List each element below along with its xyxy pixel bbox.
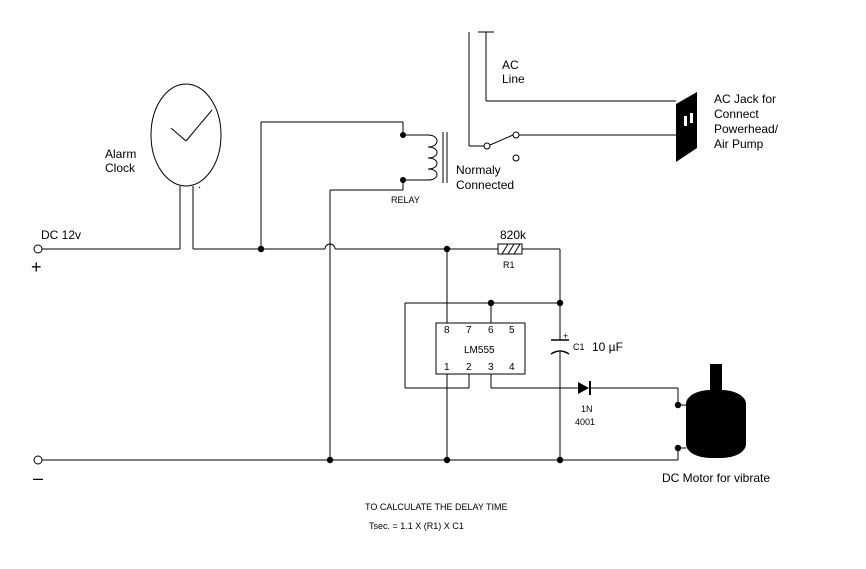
relay-label: RELAY: [391, 195, 420, 205]
ac-jack-label-2: Connect: [714, 107, 759, 121]
ic-lm555: [435, 322, 526, 375]
formula-text: Tsec. = 1.1 X (R1) X C1: [369, 521, 464, 531]
relay-contacts-icon: [483, 131, 520, 162]
motor-label: DC Motor for vibrate: [662, 471, 770, 485]
ic-name-label: LM555: [464, 345, 495, 356]
ac-jack-label-4: Air Pump: [714, 137, 764, 151]
diode-label-1: 1N: [581, 404, 593, 414]
ic-pin-3: 3: [488, 362, 494, 373]
plus-sign: +: [31, 257, 42, 277]
ic-pin-5: 5: [509, 325, 515, 336]
diode-icon: [578, 381, 591, 395]
dc-motor-icon: [686, 364, 746, 458]
junctions: [257, 132, 682, 464]
formula-title: TO CALCULATE THE DELAY TIME: [365, 502, 508, 512]
resistor-value-label: 820k: [500, 228, 527, 242]
dc-supply-label: DC 12v: [41, 228, 81, 242]
ac-jack-icon: [676, 92, 697, 162]
capacitor-c1-icon: [550, 339, 570, 355]
ic-pin-8: 8: [444, 325, 450, 336]
alarm-clock-label-1: Alarm: [105, 147, 136, 161]
ic-pin-1: 1: [444, 362, 450, 373]
capacitor-value-label: 10 µF: [592, 340, 623, 354]
wires: [42, 31, 686, 461]
relay-state-label-2: Connected: [456, 178, 514, 192]
capacitor-ref-label: C1: [573, 342, 585, 352]
ic-pin-7: 7: [466, 325, 472, 336]
resistor-ref-label: R1: [503, 260, 515, 270]
alarm-clock-label-2: Clock: [105, 161, 136, 175]
diode-label-2: 4001: [575, 417, 595, 427]
ic-pin-2: 2: [466, 362, 472, 373]
ic-pin-6: 6: [488, 325, 494, 336]
ac-line-label-1: AC: [502, 58, 519, 72]
relay-state-label-1: Normaly: [456, 163, 501, 177]
minus-sign: –: [33, 468, 43, 488]
alarm-clock-icon: [150, 83, 222, 189]
ac-line-label-2: Line: [502, 72, 525, 86]
relay-coil-icon: [427, 132, 448, 183]
resistor-r1-icon: [497, 243, 523, 255]
ac-jack-label-1: AC Jack for: [714, 92, 776, 106]
ic-pin-4: 4: [509, 362, 515, 373]
capacitor-polarity-label: +: [563, 331, 568, 341]
ac-jack-label-3: Powerhead/: [714, 122, 779, 136]
dc-terminals: [33, 244, 43, 465]
